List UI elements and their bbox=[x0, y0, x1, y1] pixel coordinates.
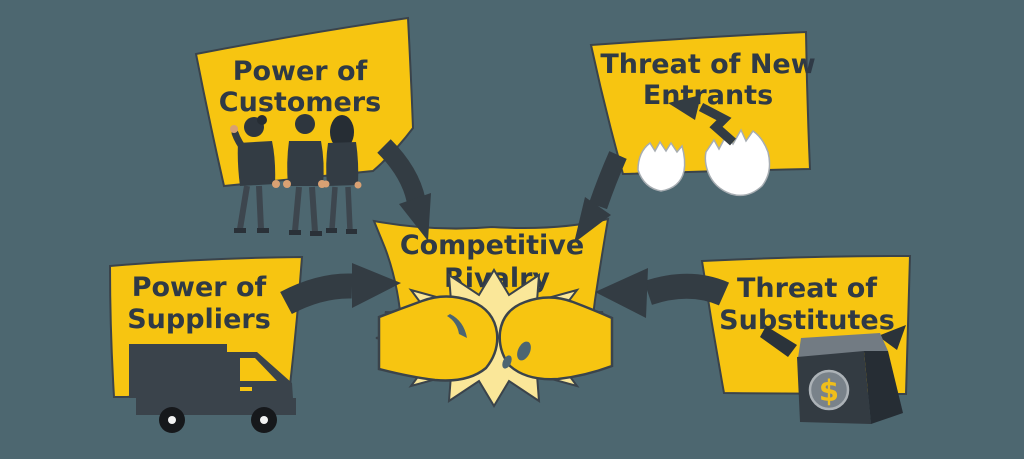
rivalry-label-line1: Competitive bbox=[400, 230, 584, 261]
fist-bump-icon bbox=[375, 268, 614, 408]
force-customers-group: Power of Customers bbox=[194, 16, 415, 236]
arrow-suppliers-to-rivalry bbox=[280, 263, 401, 315]
substitutes-label-line1: Threat of bbox=[737, 273, 877, 304]
substitute-box-icon: $ bbox=[760, 325, 906, 424]
arrow-customers-to-rivalry bbox=[377, 139, 431, 241]
hatching-eggs-icon bbox=[637, 95, 771, 197]
dollar-coin-circle bbox=[808, 369, 850, 411]
force-substitutes-group: Threat of Substitutes $ bbox=[700, 254, 912, 424]
force-arrows bbox=[280, 139, 730, 318]
suppliers-label-line2: Suppliers bbox=[127, 304, 271, 335]
arrow-new-entrants-to-rivalry bbox=[574, 151, 627, 243]
substitutes-label-line2: Substitutes bbox=[719, 305, 895, 336]
new-entrants-label-line1: Threat of New bbox=[600, 49, 815, 80]
force-rivalry-group: Competitive Rivalry bbox=[372, 217, 614, 408]
force-suppliers-group: Power of Suppliers bbox=[108, 255, 304, 433]
customers-label-line1: Power of bbox=[233, 56, 368, 87]
suppliers-label-line1: Power of bbox=[132, 272, 267, 303]
customers-label-line2: Customers bbox=[219, 87, 381, 118]
force-new-entrants-group: Threat of New Entrants bbox=[589, 30, 816, 197]
customers-people-icon bbox=[230, 114, 362, 236]
delivery-truck-icon bbox=[129, 344, 296, 433]
dollar-sign: $ bbox=[819, 374, 839, 408]
arrow-substitutes-to-rivalry bbox=[595, 268, 730, 318]
